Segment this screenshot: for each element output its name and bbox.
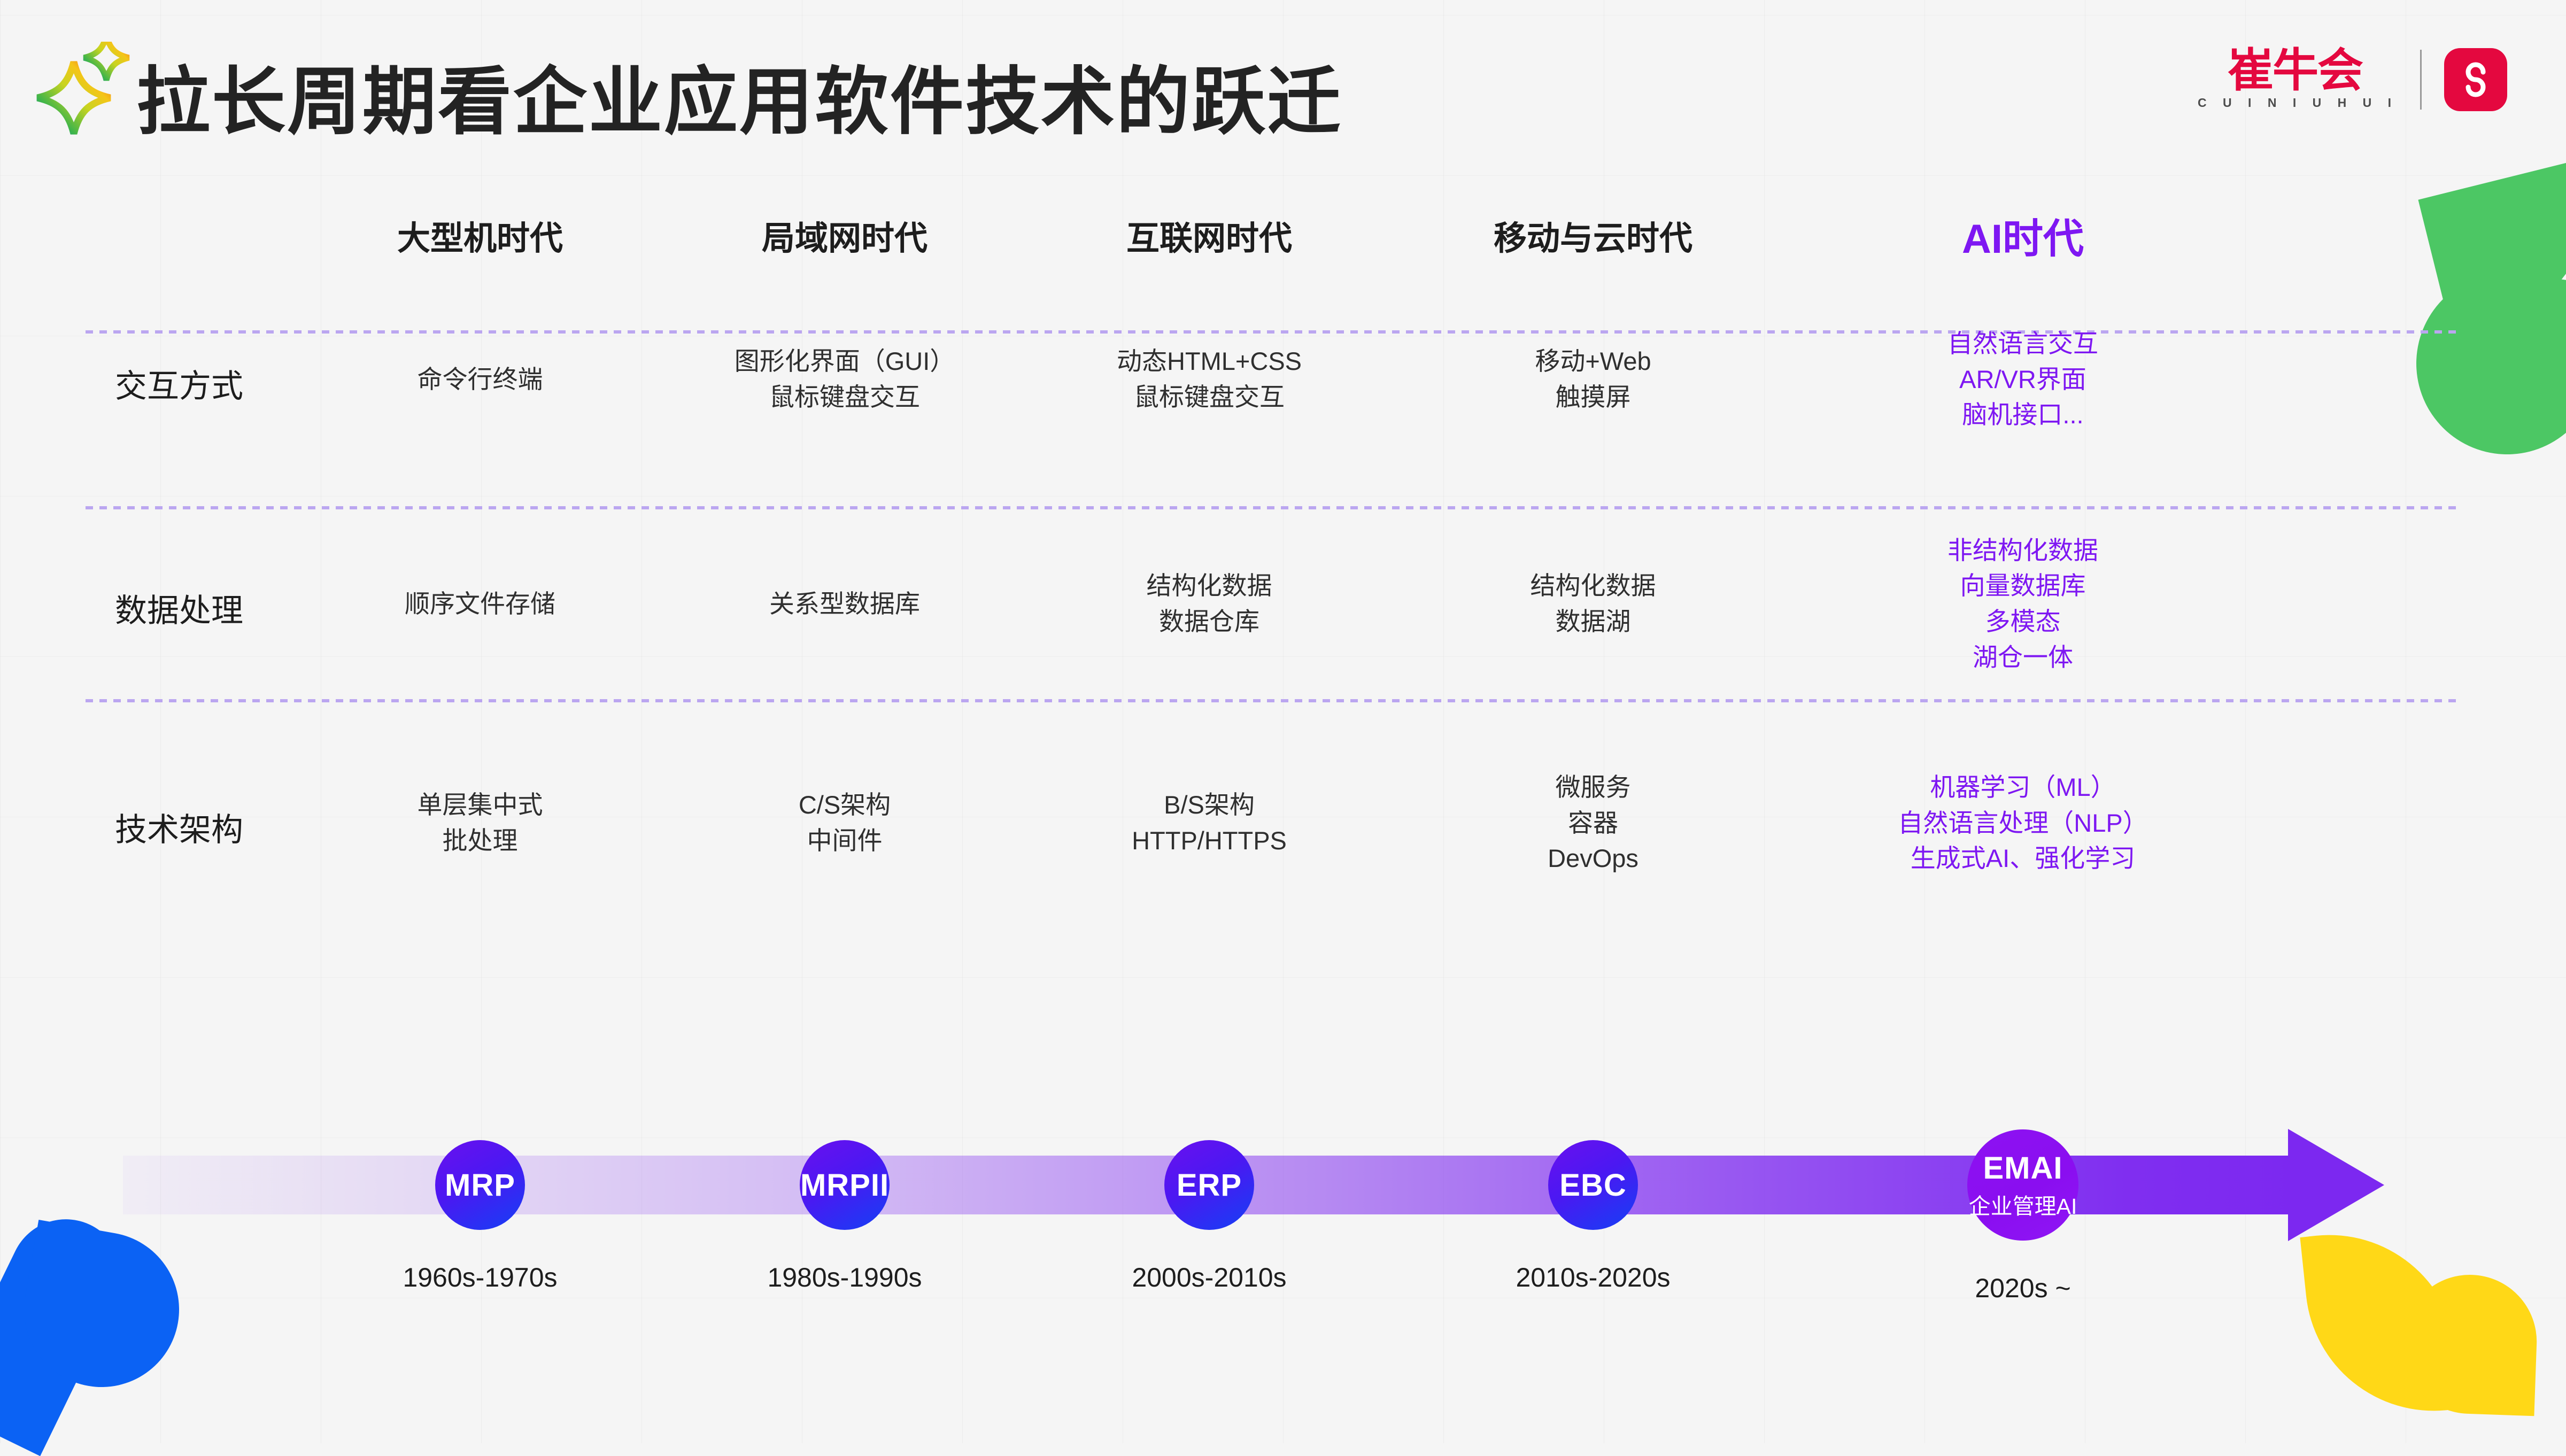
matrix-cell-r3-c5: 机器学习（ML） 自然语言处理（NLP） 生成式AI、强化学习 [1846, 770, 2199, 877]
timeline-year-5: 2020s ~ [1975, 1273, 2071, 1303]
matrix-cell-r3-c2: C/S架构中间件 [668, 787, 1021, 859]
cell-line: DevOps [1548, 844, 1638, 873]
timeline-node-erp[interactable]: ERP [1164, 1140, 1254, 1230]
cell-line: 自然语言处理（NLP） [1898, 808, 2148, 837]
row-label-3: 技术架构 [115, 812, 243, 848]
cell-line: 关系型数据库 [769, 589, 920, 618]
sparkle-icon [33, 34, 140, 141]
cell-line: 鼠标键盘交互 [1134, 383, 1285, 411]
cell-line: 批处理 [442, 826, 518, 855]
timeline-node-mrpii[interactable]: MRPII [800, 1140, 890, 1230]
cell-line: 微服务 [1555, 772, 1631, 801]
cell-line: 移动+Web [1535, 347, 1651, 376]
timeline-node-label: EBC [1559, 1167, 1627, 1203]
cell-line: 生成式AI、强化学习 [1910, 844, 2136, 873]
matrix-cell-r2-c3: 结构化数据数据仓库 [1033, 568, 1386, 640]
column-header-4: 移动与云时代 [1493, 220, 1692, 257]
matrix-cell-r2-c5: 非结构化数据向量数据库多模态湖仓一体 [1846, 532, 2199, 676]
cell-line: AR/VR界面 [1959, 365, 2086, 393]
cell-line: 数据湖 [1555, 607, 1631, 636]
cell-line: 结构化数据 [1146, 571, 1272, 600]
brand-name-cn: 崔牛会 [2228, 44, 2363, 96]
timeline-node-emai[interactable]: EMAI 企业管理AI [1967, 1129, 2078, 1241]
timeline-node-sublabel: 企业管理AI [1968, 1194, 2077, 1219]
cell-line: 脑机接口... [1962, 400, 2084, 429]
matrix-cell-r1-c5: 自然语言交互 AR/VR界面脑机接口... [1846, 326, 2199, 433]
matrix-cell-r1-c2: 图形化界面（GUI） 鼠标键盘交互 [668, 344, 1021, 415]
timeline-year-1: 1960s-1970s [403, 1263, 558, 1292]
matrix-cell-r2-c2: 关系型数据库 [668, 586, 1021, 622]
row-divider-2 [86, 506, 2456, 509]
cell-line: 向量数据库 [1960, 571, 2086, 600]
cell-line: 机器学习（ML） [1930, 772, 2116, 801]
cell-line: 湖仓一体 [1973, 642, 2073, 671]
cell-line: 命令行终端 [417, 365, 543, 393]
matrix-cell-r3-c1: 单层集中式批处理 [304, 787, 656, 859]
row-divider-3 [86, 699, 2456, 702]
cell-line: 动态HTML+CSS [1116, 347, 1302, 376]
cell-line: 鼠标键盘交互 [769, 383, 920, 411]
timeline-node-ebc[interactable]: EBC [1548, 1140, 1638, 1230]
brand-divider [2420, 50, 2422, 110]
timeline-node-label: MRP [445, 1167, 515, 1203]
technology-matrix: 大型机时代 局域网时代 互联网时代 移动与云时代 AI时代交互方式 命令行终端 图形化界面（… [0, 203, 2566, 1032]
cell-line: 非结构化数据 [1947, 536, 2098, 564]
brand-logo: 崔牛会 C U I N I U H U I [2192, 48, 2507, 111]
column-header-3: 互联网时代 [1126, 220, 1292, 257]
row-divider-1 [86, 330, 2456, 334]
matrix-cell-r1-c1: 命令行终端 [304, 362, 656, 398]
row-label-2: 数据处理 [115, 593, 243, 629]
column-header-2: 局域网时代 [761, 220, 928, 257]
matrix-cell-r2-c4: 结构化数据数据湖 [1417, 568, 1769, 640]
timeline-node-label: ERP [1176, 1167, 1242, 1203]
cell-line: 图形化界面（GUI） [734, 347, 955, 376]
cell-line: 触摸屏 [1555, 383, 1631, 411]
matrix-cell-r1-c3: 动态HTML+CSS 鼠标键盘交互 [1033, 344, 1386, 415]
cell-line: 顺序文件存储 [405, 589, 555, 618]
timeline-year-4: 2010s-2020s [1516, 1263, 1671, 1292]
s-logo-icon [2444, 48, 2507, 111]
timeline-year-2: 1980s-1990s [767, 1263, 922, 1292]
matrix-cell-r2-c1: 顺序文件存储 [304, 586, 656, 622]
timeline-node-mrp[interactable]: MRP [435, 1140, 525, 1230]
matrix-cell-r3-c4: 微服务容器 DevOps [1417, 770, 1769, 877]
cell-line: 自然语言交互 [1947, 329, 2098, 358]
row-label-1: 交互方式 [115, 368, 243, 404]
cell-line: 中间件 [807, 826, 883, 855]
cell-line: 结构化数据 [1530, 571, 1656, 600]
cell-line: C/S架构 [798, 791, 891, 819]
cell-line: 单层集中式 [417, 791, 543, 819]
timeline-node-label: MRPII [800, 1167, 890, 1203]
timeline-arrowhead-icon [2288, 1129, 2384, 1241]
cell-line: HTTP/HTTPS [1132, 826, 1287, 855]
evolution-timeline: MRP 1960s-1970s MRPII 1980s-1990s ERP 2000s-2… [0, 1096, 2566, 1352]
brand-name-en: C U I N I U H U I [2198, 96, 2398, 110]
cell-line: 多模态 [1985, 607, 2061, 636]
matrix-cell-r3-c3: B/S架构 HTTP/HTTPS [1033, 787, 1386, 859]
column-header-1: 大型机时代 [397, 220, 563, 257]
page-header: 拉长周期看企业应用软件技术的跃迁 崔牛会 C U I N I U H U I [0, 0, 2566, 160]
matrix-cell-r1-c4: 移动+Web 触摸屏 [1417, 344, 1769, 415]
timeline-node-label: EMAI [1983, 1150, 2063, 1186]
cell-line: 容器 [1568, 808, 1618, 837]
brand-mark: 崔牛会 C U I N I U H U I [2192, 44, 2398, 111]
cell-line: 数据仓库 [1159, 607, 1259, 636]
timeline-year-3: 2000s-2010s [1132, 1263, 1287, 1292]
cell-line: B/S架构 [1164, 791, 1255, 819]
column-header-5: AI时代 [1962, 216, 2084, 262]
page-title: 拉长周期看企业应用软件技术的跃迁 [136, 61, 1343, 143]
